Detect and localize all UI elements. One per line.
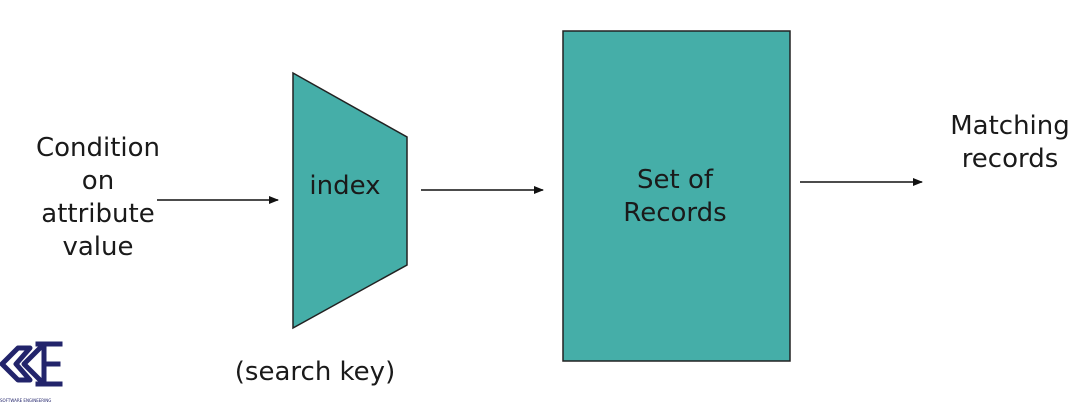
input-label-line: value: [62, 232, 134, 262]
input-label-line: on: [81, 166, 115, 196]
records-box: [562, 30, 791, 362]
records-label-line: Set of: [636, 165, 714, 195]
output-label: Matching records: [930, 110, 1090, 176]
input-condition-label: Condition on attribute value: [18, 132, 178, 264]
output-label-line: records: [961, 144, 1059, 174]
index-label: index: [309, 171, 381, 201]
records-label: Set of Records: [560, 164, 790, 230]
input-label-line: Condition: [35, 133, 161, 163]
output-label-line: Matching: [950, 111, 1070, 141]
records-label-line: Records: [623, 198, 727, 228]
input-label-line: attribute: [41, 199, 155, 229]
index-shape: [292, 71, 408, 330]
search-key-label: (search key): [234, 357, 396, 387]
organization-logo-icon: [0, 341, 63, 387]
logo-caption: SOFTWARE ENGINEERING: [0, 398, 52, 403]
